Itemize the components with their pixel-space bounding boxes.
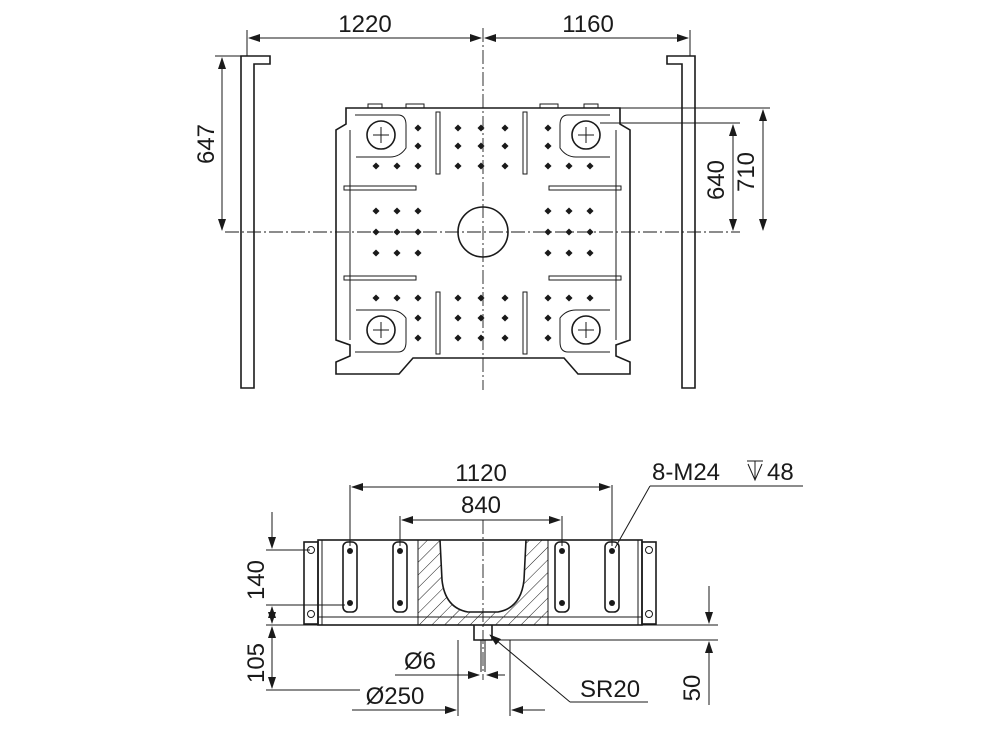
bolt-hole (586, 207, 594, 215)
top-tab-2 (405, 103, 425, 108)
bolt-hole (544, 142, 552, 150)
clamp-screws (307, 546, 653, 618)
pocket-tr (559, 114, 610, 158)
depth-symbol-icon (747, 460, 763, 482)
bolt-hole (544, 162, 552, 170)
bolt-hole (454, 124, 462, 132)
bolt-hole (501, 294, 509, 302)
dim-140-label: 140 (243, 560, 270, 600)
dim-1120-label: 1120 (455, 460, 507, 487)
tiebar-hole-br (571, 315, 601, 345)
bolt-hole (372, 294, 380, 302)
bolt-hole (414, 124, 422, 132)
bolt-hole (501, 314, 509, 322)
platen-outline (335, 107, 631, 375)
bolt-hole (372, 249, 380, 257)
side-clamp-right (641, 541, 657, 625)
bolt-hole (477, 162, 485, 170)
t-slots (343, 111, 622, 355)
side-clamp-left (303, 541, 319, 625)
bolt-hole (477, 314, 485, 322)
bolt-hole (393, 207, 401, 215)
bolt-hole (454, 294, 462, 302)
bolt-callout-label: 8-M24 (652, 459, 720, 486)
bolt-hole (393, 294, 401, 302)
dim-710-label: 710 (733, 152, 760, 192)
top-view: 1220 1160 647 640 710 (193, 11, 770, 390)
bolt-hole (393, 249, 401, 257)
bolt-hole (393, 162, 401, 170)
bolt-hole (565, 207, 573, 215)
left-rail (240, 55, 271, 389)
bolt-hole (501, 142, 509, 150)
bolt-hole (414, 207, 422, 215)
bolt-hole (477, 294, 485, 302)
top-tab-3 (539, 103, 559, 108)
bolt-hole (544, 228, 552, 236)
dim-1220-label: 1220 (338, 11, 391, 38)
tiebar-hole-bl (366, 315, 396, 345)
bolt-hole (544, 249, 552, 257)
callout-leader (614, 485, 651, 549)
bolt-hole (544, 334, 552, 342)
bolt-hole (544, 207, 552, 215)
dim-50-label: 50 (679, 675, 706, 702)
bolt-hole (501, 334, 509, 342)
bolt-hole (544, 294, 552, 302)
pocket-bl (355, 309, 407, 353)
bolt-hole (477, 142, 485, 150)
sr20-leader (489, 634, 571, 703)
dim-647-label: 647 (193, 124, 220, 164)
bolt-hole (414, 142, 422, 150)
bolt-hole (565, 249, 573, 257)
bolt-hole (454, 334, 462, 342)
pocket-tl (355, 114, 407, 158)
bore-dia-label: Ø250 (366, 683, 425, 710)
dim-840-label: 840 (461, 492, 501, 519)
bolt-hole (544, 314, 552, 322)
bolt-slots (342, 541, 620, 613)
bolt-hole (477, 124, 485, 132)
bolt-hole (414, 334, 422, 342)
bolt-hole (414, 162, 422, 170)
bolt-hole (477, 334, 485, 342)
dim-640-label: 640 (703, 160, 730, 200)
sphere-radius-label: SR20 (580, 676, 640, 703)
bolt-hole (414, 294, 422, 302)
pin-dia-label: Ø6 (404, 648, 436, 675)
bolt-hole (454, 314, 462, 322)
bolt-hole (544, 124, 552, 132)
bolt-hole (501, 162, 509, 170)
pocket-br (559, 309, 610, 353)
dim-1160-label: 1160 (562, 11, 614, 38)
top-tab-1 (367, 103, 383, 108)
bolt-hole (372, 162, 380, 170)
top-tab-4 (583, 103, 599, 108)
bolt-hole (586, 162, 594, 170)
bolt-hole-grid (372, 124, 594, 342)
bolt-hole (414, 314, 422, 322)
tiebar-hole-tr (571, 120, 601, 150)
bolt-hole (586, 249, 594, 257)
dim-105-label: 105 (243, 643, 270, 683)
bolt-hole (586, 294, 594, 302)
bolt-hole (414, 249, 422, 257)
bolt-depth-label: 48 (767, 459, 794, 486)
bolt-hole (454, 162, 462, 170)
tiebar-hole-tl (366, 120, 396, 150)
bolt-hole (454, 142, 462, 150)
right-rail (666, 55, 696, 389)
bolt-hole (372, 207, 380, 215)
bolt-hole (565, 294, 573, 302)
bolt-hole (565, 162, 573, 170)
bolt-hole (501, 124, 509, 132)
section-view: 1120 840 8-M24 48 140 105 Ø6 (243, 459, 803, 716)
